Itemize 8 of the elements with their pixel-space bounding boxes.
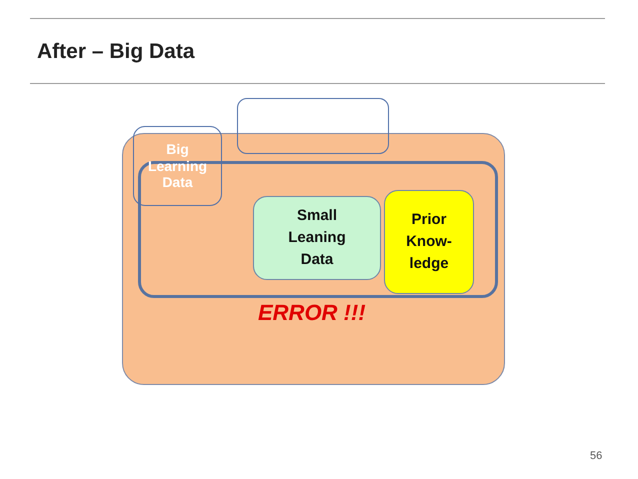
slide-title: After – Big Data — [37, 40, 195, 64]
scope-frame — [138, 161, 498, 298]
data-box: Small Leaning Data — [253, 196, 381, 280]
outer-panel — [122, 133, 505, 385]
empty-box — [237, 98, 389, 154]
page-number: 56 — [590, 450, 602, 462]
knowledge-box: Prior Know-ledge — [384, 190, 474, 294]
error-text: ERROR !!! — [258, 300, 366, 326]
